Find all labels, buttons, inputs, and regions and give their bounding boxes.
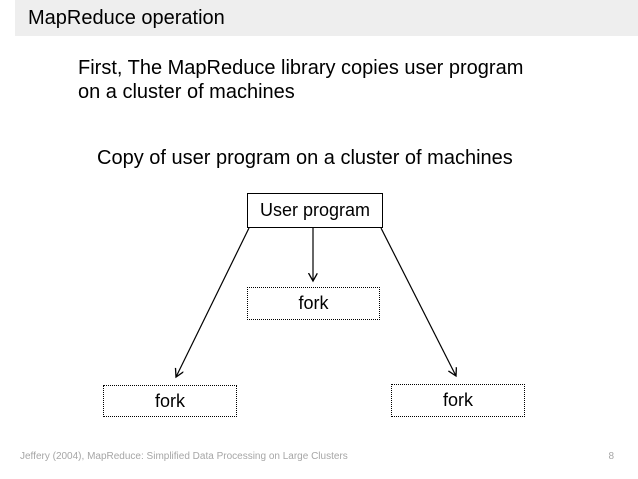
diagram-caption: Copy of user program on a cluster of mac… xyxy=(97,147,513,169)
body-line-2: on a cluster of machines xyxy=(78,81,295,103)
user-program-box: User program xyxy=(247,193,383,228)
arrow-user-to-fork-right xyxy=(380,227,456,376)
footer-citation: Jeffery (2004), MapReduce: Simplified Da… xyxy=(20,451,348,462)
user-program-label: User program xyxy=(259,200,371,220)
page-number: 8 xyxy=(608,451,614,462)
body-paragraph: First, The MapReduce library copies user… xyxy=(78,56,578,104)
fork-right-label: fork xyxy=(442,390,473,410)
fork-box-right: fork xyxy=(391,384,525,417)
arrow-user-to-fork-left xyxy=(176,227,250,377)
slide-title: MapReduce operation xyxy=(28,6,225,29)
fork-center-label: fork xyxy=(298,293,329,313)
fork-left-label: fork xyxy=(154,390,185,411)
body-line-1: First, The MapReduce library copies user… xyxy=(78,57,524,79)
slide-header-bar: MapReduce operation xyxy=(15,0,638,36)
fork-box-left: fork xyxy=(103,385,237,417)
fork-box-center: fork xyxy=(247,287,380,320)
